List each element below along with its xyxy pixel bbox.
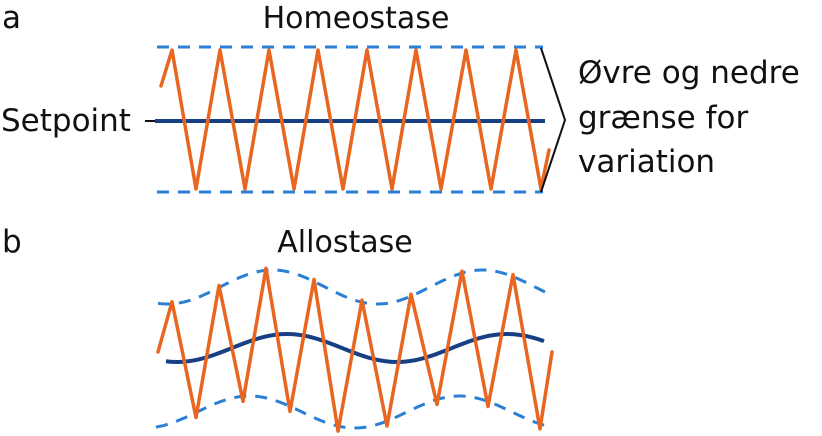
panel-b-letter: b [2, 224, 22, 260]
bound-label-line-3: variation [578, 144, 715, 180]
allostasis-lower-bound [155, 394, 553, 430]
panel-b: b Allostase [2, 224, 554, 433]
panel-a: a Homeostase Setpoint Øvre og nedre græn… [1, 0, 800, 194]
homeostasis-oscillation [159, 48, 551, 191]
panel-b-title: Allostase [277, 225, 412, 260]
allostasis-oscillation [156, 266, 554, 433]
panel-a-letter: a [2, 0, 21, 36]
setpoint-label: Setpoint [1, 103, 131, 139]
bound-label-line-2: grænse for [578, 100, 748, 136]
allostasis-upper-bound [157, 268, 553, 306]
allostasis-setpoint-curve [165, 332, 545, 364]
panel-a-title: Homeostase [263, 1, 450, 36]
bound-bracket [540, 47, 567, 193]
bound-label-line-1: Øvre og nedre [578, 55, 800, 91]
